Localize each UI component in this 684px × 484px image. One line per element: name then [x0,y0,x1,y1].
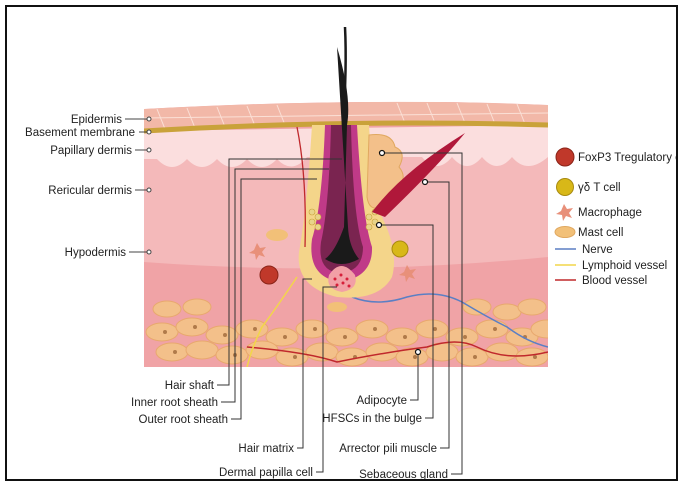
legend-gdt: γδ T cell [578,182,621,194]
diagram-frame: Epidermis Basement membrane Papillary de… [5,5,678,481]
mast-cell-2 [327,302,347,312]
label-outer-root-sheath: Outer root sheath [139,414,229,426]
legend-treg-icon [556,148,574,166]
label-hfscs-bulge: HFSCs in the bulge [322,413,422,425]
label-hair-shaft: Hair shaft [165,380,215,392]
legend-blood: Blood vessel [582,275,647,287]
legend: FoxP3 Tregulatory cell γδ T cell Macroph… [555,148,676,287]
label-hypodermis: Hypodermis [65,247,127,259]
legend-gdt-icon [557,179,574,196]
legend-macrophage-icon [556,204,573,221]
skin-diagram: Epidermis Basement membrane Papillary de… [7,7,676,479]
legend-lymphoid: Lymphoid vessel [582,260,667,272]
label-reticular-dermis: Rericular dermis [48,185,132,197]
label-epidermis: Epidermis [71,114,122,126]
legend-mast-icon [555,227,575,238]
mast-cell [266,229,288,241]
label-sebaceous-gland: Sebaceous gland [359,469,448,479]
legend-nerve: Nerve [582,244,613,256]
treg-cell [260,266,278,284]
legend-foxp3: FoxP3 Tregulatory cell [578,152,676,164]
legend-mast: Mast cell [578,227,623,239]
label-inner-root-sheath: Inner root sheath [131,397,218,409]
label-arrector-pili: Arrector pili muscle [339,443,437,455]
legend-macrophage: Macrophage [578,207,642,219]
label-hair-matrix: Hair matrix [238,443,294,455]
label-papillary-dermis: Papillary dermis [50,145,132,157]
label-adipocyte: Adipocyte [356,395,407,407]
gdt-cell [392,241,408,257]
label-basement-membrane: Basement membrane [25,127,135,139]
label-dermal-papilla-cell: Dermal papilla cell [219,467,313,479]
